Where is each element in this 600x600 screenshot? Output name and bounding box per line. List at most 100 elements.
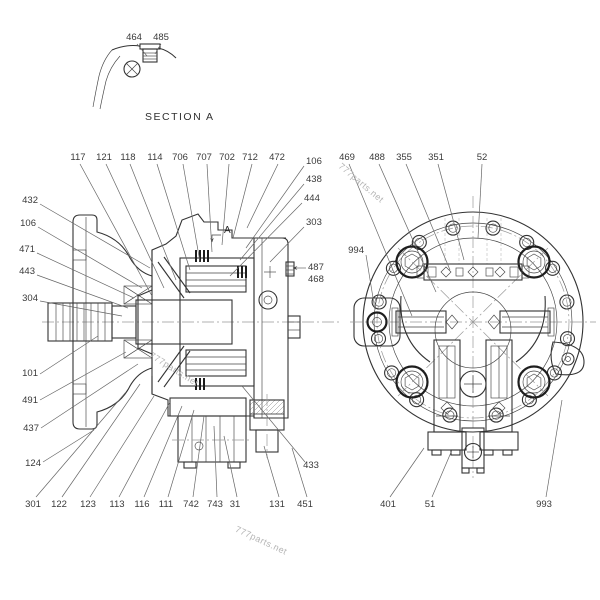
special-bolt-994 [366,311,388,333]
leader-line-451 [291,447,308,498]
top-spool-bar [416,263,530,281]
part-label-106: 106 [306,156,322,167]
part-label-707: 707 [196,152,212,163]
leader-line-491 [39,351,127,401]
bolt-hole [488,223,498,233]
part-label-51: 51 [425,499,436,510]
section-a-marker: A [210,225,231,243]
leader-line-437 [40,363,139,429]
bolt-hole [442,407,458,423]
bolt-hole [545,260,561,276]
rear-valve-cover [253,237,301,419]
leader-line-355 [405,163,451,271]
leader-line-432 [39,203,151,269]
part-label-401: 401 [380,499,396,510]
leader-line-118 [129,163,177,281]
part-label-351: 351 [428,152,444,163]
part-label-122: 122 [51,499,67,510]
bolt-hole [562,334,573,344]
bolt-hole [445,220,461,236]
socket-head-bolts [395,245,551,399]
part-label-488: 488 [369,152,385,163]
leader-line-131 [263,445,280,498]
hex-socket-icon [526,373,542,391]
part-label-437: 437 [23,423,39,434]
right-plunger [487,307,555,337]
bolt-hole [559,294,575,310]
watermarks: 777parts.net 777parts.net 777parts.net [148,161,386,557]
part-label-123: 123 [80,499,96,510]
leader-line-706 [182,163,201,263]
hex-socket-icon [526,253,542,271]
part-label-742: 742 [183,499,199,510]
bolt-hole [549,368,559,378]
left-cross-section-drawing: A [42,213,342,469]
part-label-131: 131 [269,499,285,510]
watermark-top-right: 777parts.net [337,161,386,205]
section-marker-letter: A [224,225,231,236]
leader-line-114 [156,163,191,271]
bolt-hole [562,297,572,307]
part-label-116: 116 [134,499,149,510]
leader-line-101 [39,335,99,375]
leader-line-438 [239,183,305,261]
bottom-bracket [461,427,485,474]
left-plunger [391,307,459,337]
part-label-301: 301 [25,499,41,510]
part-label-106: 106 [20,218,36,229]
part-label-485: 485 [153,32,169,43]
part-label-702: 702 [219,152,235,163]
part-label-469: 469 [339,152,355,163]
watermark-bottom: 777parts.net [234,524,289,557]
part-label-464: 464 [126,32,142,43]
part-label-433: 433 [303,460,319,471]
leader-line-304 [39,300,123,317]
leader-line-122 [61,383,141,498]
part-label-303: 303 [306,217,322,228]
leader-line-743 [213,425,218,498]
leader-line-742 [192,415,205,498]
part-label-117: 117 [70,152,85,163]
bolt-hole [409,392,425,408]
bolt-hole [522,237,532,247]
leader-line-444 [229,202,303,277]
socket-bolt-circle [522,250,546,274]
leader-line-51 [431,449,453,498]
section-detail-labels: 464 485 [126,32,169,57]
part-label-121: 121 [96,152,112,163]
leader-line-106 [245,165,305,249]
center-port-circle [459,370,487,398]
part-label-472: 472 [269,152,285,163]
leader-line-712 [232,163,253,239]
part-label-355: 355 [396,152,412,163]
part-label-487: 487 [308,262,324,273]
leader-line-123 [89,395,155,498]
leader-line-303 [269,226,305,263]
part-label-118: 118 [120,152,135,163]
left-valve-cartridge [427,339,467,456]
motor-housing [151,213,286,418]
part-label-443: 443 [19,266,35,277]
leader-line-111 [167,409,195,498]
output-shaft [47,299,233,345]
part-label-432: 432 [22,195,38,206]
section-title: SECTION A [145,111,215,123]
drain-lug [550,341,585,376]
leader-line-31 [223,435,238,498]
part-label-114: 114 [147,152,162,163]
bolt-hole [488,407,504,423]
leader-line-52 [477,163,483,239]
part-label-451: 451 [297,499,313,510]
bottom-valve-assembly [169,394,285,469]
seal-stack-top [195,250,209,262]
leader-line-485 [154,43,162,55]
leader-line-707 [206,163,213,253]
part-label-471: 471 [19,244,35,255]
bolt-hole [374,297,384,307]
part-label-706: 706 [172,152,188,163]
leader-line-301 [35,391,127,498]
